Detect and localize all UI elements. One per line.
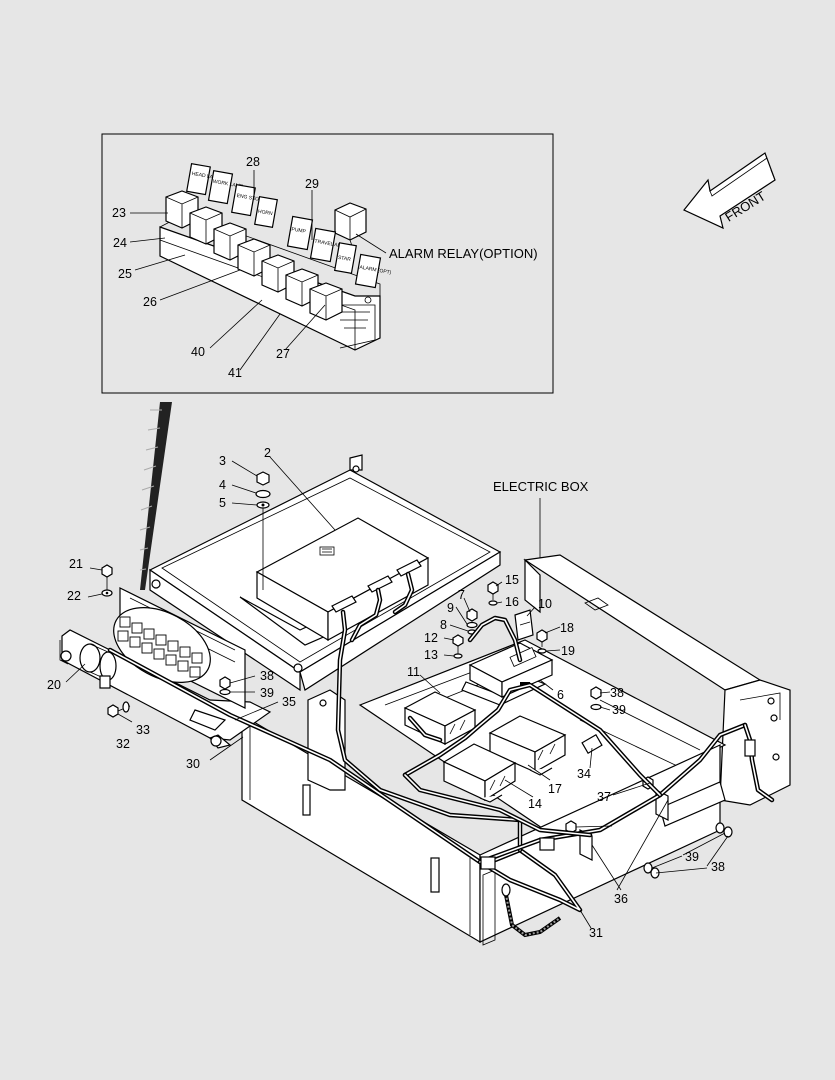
callout-35: 35 — [282, 695, 296, 709]
relay-tag-starter: STAR — [333, 242, 357, 275]
alarm-relay-label: ALARM RELAY(OPTION) — [389, 246, 538, 261]
relay-tag-alarm-opt: ALARM (OPT) — [354, 253, 392, 289]
callout-28: 28 — [246, 155, 260, 169]
callout-7: 7 — [458, 588, 465, 602]
callout-20: 20 — [47, 678, 61, 692]
nut-washer-38-39-left — [219, 676, 231, 696]
callout-31: 31 — [589, 926, 603, 940]
main-callouts: 3 4 5 2 21 22 20 32 33 38 39 35 30 ELECT… — [47, 446, 725, 940]
fasteners-right — [452, 581, 602, 711]
svg-text:ENG STOP: ENG STOP — [236, 193, 263, 203]
svg-text:PUMP: PUMP — [291, 227, 307, 236]
bolt-stack-3-4-5 — [255, 471, 271, 590]
left-relay-panel — [59, 587, 272, 749]
callout-3: 3 — [219, 454, 226, 468]
callout-39-right: 39 — [612, 703, 626, 717]
callout-26: 26 — [143, 295, 157, 309]
callout-37: 37 — [597, 790, 611, 804]
callout-29: 29 — [305, 177, 319, 191]
callout-10: 10 — [538, 597, 552, 611]
callout-38-lower: 38 — [711, 860, 725, 874]
svg-text:STAR: STAR — [337, 255, 351, 263]
callout-16: 16 — [505, 595, 519, 609]
main-leaders — [65, 456, 729, 929]
callout-18: 18 — [560, 621, 574, 635]
callout-30: 30 — [186, 757, 200, 771]
relay-tag-work-lamp: WORK LAMP — [207, 169, 244, 205]
callout-33: 33 — [136, 723, 150, 737]
callout-2: 2 — [264, 446, 271, 460]
callout-24: 24 — [113, 236, 127, 250]
callout-6: 6 — [557, 688, 564, 702]
callout-38-left: 38 — [260, 669, 274, 683]
callout-19: 19 — [561, 644, 575, 658]
callout-25: 25 — [118, 267, 132, 281]
callout-8: 8 — [440, 618, 447, 632]
callout-27: 27 — [276, 347, 290, 361]
callout-41: 41 — [228, 366, 242, 380]
relay-tag-pump: PUMP — [286, 215, 314, 251]
bolt-21-22 — [101, 564, 113, 597]
callout-40: 40 — [191, 345, 205, 359]
callout-11: 11 — [407, 665, 420, 679]
callout-23: 23 — [112, 206, 126, 220]
callout-15: 15 — [505, 573, 519, 587]
callout-21: 21 — [69, 557, 83, 571]
callout-22: 22 — [67, 589, 81, 603]
relay-tag-head-lamp: HEAD LAMP — [186, 162, 221, 196]
callout-32: 32 — [116, 737, 130, 751]
callout-13: 13 — [424, 648, 438, 662]
callout-12: 12 — [424, 631, 438, 645]
wiring-harness — [107, 571, 775, 938]
callout-39-lower: 39 — [685, 850, 699, 864]
relay-detail-inset: HEAD LAMP WORK LAMP ENG STOP HORN PUMP T… — [101, 133, 554, 394]
callout-5: 5 — [219, 496, 226, 510]
svg-text:HORN: HORN — [257, 209, 273, 218]
svg-text:HEAD LAMP: HEAD LAMP — [191, 171, 221, 182]
front-direction-arrow: FRONT — [683, 152, 776, 230]
callout-39-left: 39 — [260, 686, 274, 700]
relay-cube-7 — [309, 282, 343, 321]
electric-box-label: ELECTRIC BOX — [493, 479, 589, 494]
callout-36: 36 — [614, 892, 628, 906]
callout-4: 4 — [219, 478, 226, 492]
detail-pointer-wedge — [139, 402, 172, 590]
relay-tag-horn: HORN — [254, 195, 278, 229]
callout-38-right: 38 — [610, 686, 624, 700]
callout-34: 34 — [577, 767, 591, 781]
callout-9: 9 — [447, 601, 454, 615]
svg-text:WORK LAMP: WORK LAMP — [212, 179, 244, 190]
callout-14: 14 — [528, 797, 542, 811]
relay-tag-eng-stop: ENG STOP — [231, 183, 263, 217]
unit-14 — [442, 743, 517, 803]
unit-11 — [403, 691, 477, 745]
callout-17: 17 — [548, 782, 562, 796]
svg-text:ALARM (OPT): ALARM (OPT) — [359, 265, 392, 277]
